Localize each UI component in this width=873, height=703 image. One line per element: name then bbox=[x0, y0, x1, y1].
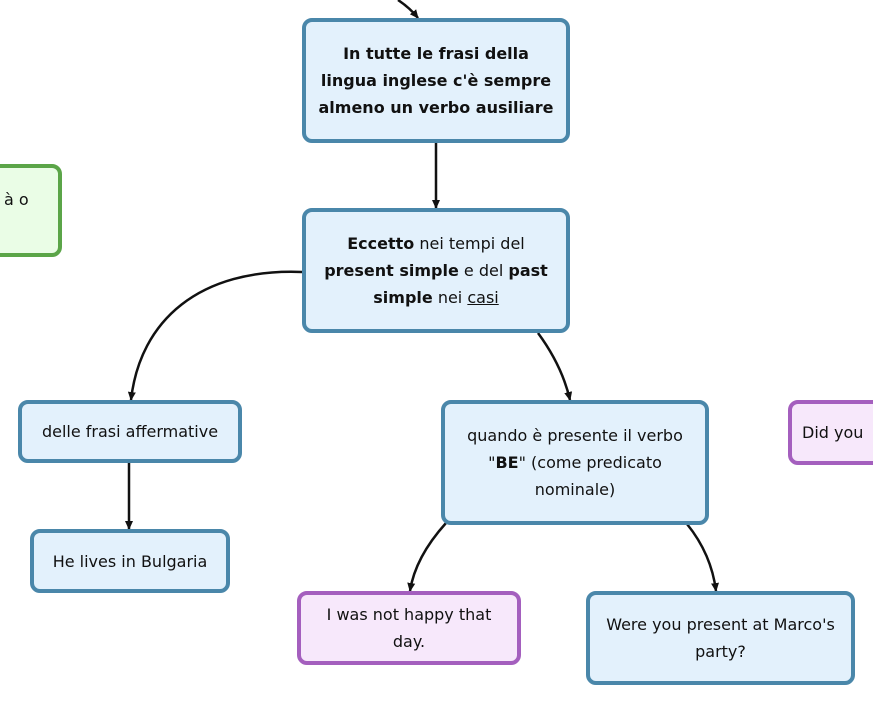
node-main-rule-text: In tutte le frasi della lingua inglese c… bbox=[318, 44, 554, 117]
node-frasi-affermative[interactable]: delle frasi affermative bbox=[18, 400, 242, 463]
node-i-was-not-happy[interactable]: I was not happy that day. bbox=[297, 591, 521, 665]
text-come-predicato: " (come predicato nominale) bbox=[518, 453, 662, 499]
word-present-simple: present simple bbox=[324, 261, 459, 280]
edge-be-to-happy bbox=[407, 522, 447, 592]
edge-be-to-party bbox=[686, 523, 719, 592]
word-eccetto: Eccetto bbox=[347, 234, 415, 253]
node-he-lives-in-bulgaria[interactable]: He lives in Bulgaria bbox=[30, 529, 230, 593]
node-left-partial-text: à o bbox=[4, 190, 29, 209]
word-be: BE bbox=[495, 453, 519, 472]
node-did-you-partial-text: Did you bbox=[802, 423, 864, 442]
node-main-rule[interactable]: In tutte le frasi della lingua inglese c… bbox=[302, 18, 570, 143]
word-past-simple: past simple bbox=[373, 261, 548, 307]
node-frasi-affermative-text: delle frasi affermative bbox=[41, 422, 219, 441]
node-he-lives-in-bulgaria-text: He lives in Bulgaria bbox=[52, 551, 208, 571]
link-casi[interactable]: casi bbox=[467, 288, 499, 307]
text-quando-e-presente: quando è presente il verbo " bbox=[467, 426, 683, 472]
edge-eccetto-to-affermative bbox=[127, 270, 303, 401]
node-verbo-be-text: quando è presente il verbo "BE" (come pr… bbox=[459, 422, 691, 503]
node-eccetto[interactable]: Eccetto nei tempi del present simple e d… bbox=[302, 208, 570, 333]
node-were-you-present-text: Were you present at Marco's party? bbox=[606, 615, 835, 661]
edge-from-above bbox=[397, 0, 419, 19]
node-left-partial[interactable]: à o bbox=[0, 164, 62, 257]
text-nei: nei bbox=[432, 288, 468, 307]
node-were-you-present[interactable]: Were you present at Marco's party? bbox=[586, 591, 855, 685]
node-verbo-be[interactable]: quando è presente il verbo "BE" (come pr… bbox=[441, 400, 709, 525]
text-nei-tempi-del: nei tempi del bbox=[414, 234, 525, 253]
node-i-was-not-happy-text: I was not happy that day. bbox=[326, 605, 492, 651]
text-e-del: e del bbox=[458, 261, 509, 280]
node-did-you-partial[interactable]: Did you bbox=[788, 400, 873, 465]
edge-eccetto-to-be bbox=[536, 332, 573, 401]
node-eccetto-text: Eccetto nei tempi del present simple e d… bbox=[318, 230, 554, 311]
